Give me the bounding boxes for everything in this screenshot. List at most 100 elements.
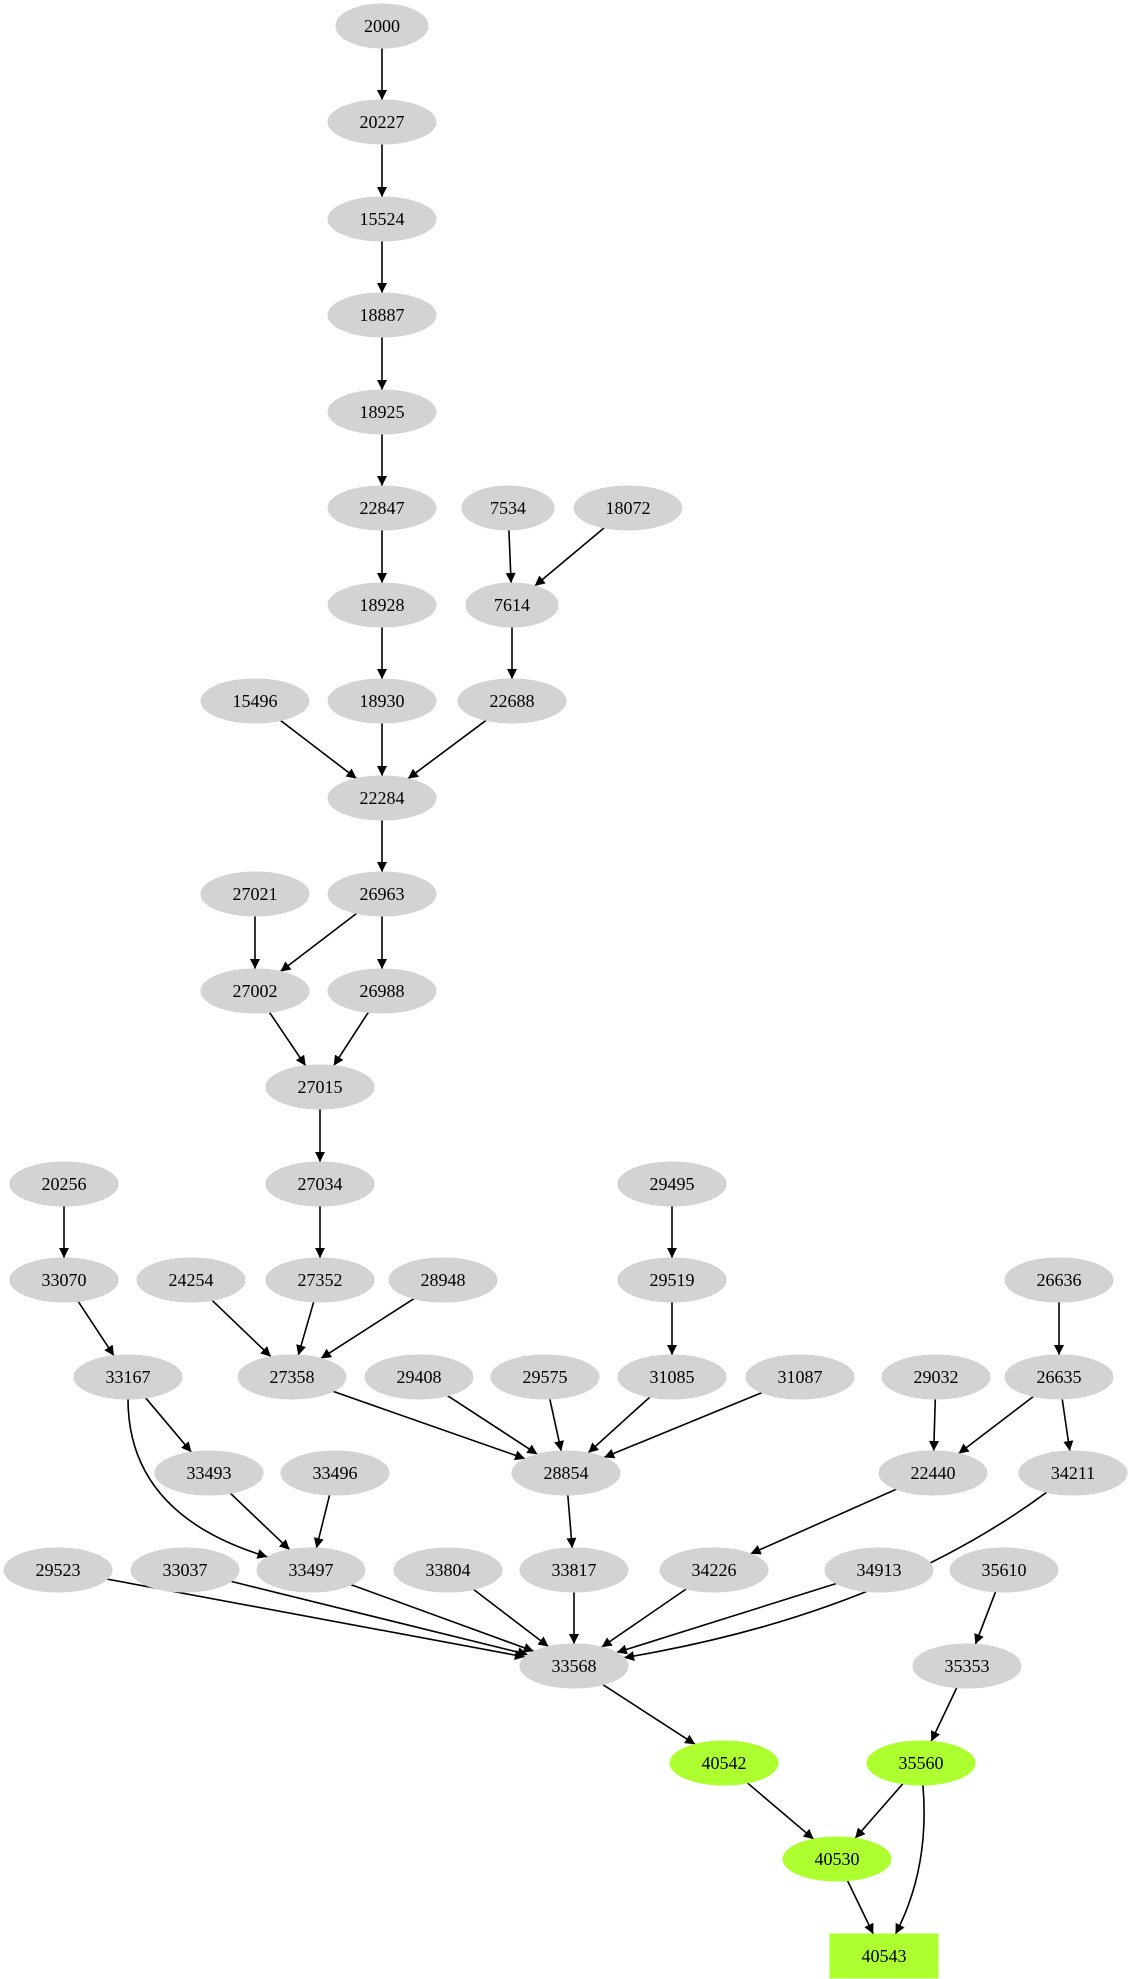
graph-node-15496: 15496	[200, 678, 310, 724]
edge-34913-to-33568	[616, 1582, 837, 1655]
node-ellipse-18887	[327, 292, 437, 338]
node-ellipse-35353	[912, 1643, 1022, 1689]
node-ellipse-31085	[617, 1354, 727, 1400]
node-ellipse-29519	[617, 1257, 727, 1303]
edge-40530-to-40543	[846, 1880, 875, 1935]
node-ellipse-28854	[511, 1450, 621, 1496]
node-ellipse-33568	[519, 1643, 629, 1689]
node-label-20227: 20227	[360, 112, 405, 132]
graph-node-24254: 24254	[136, 1257, 246, 1303]
node-ellipse-33804	[393, 1547, 503, 1593]
graph-node-22284: 22284	[327, 775, 437, 821]
node-label-7534: 7534	[490, 498, 526, 518]
node-label-22440: 22440	[911, 1463, 956, 1483]
edge-29575-to-28854	[549, 1398, 564, 1452]
node-label-35560: 35560	[899, 1753, 944, 1773]
edge-26635-to-34211	[1061, 1398, 1074, 1452]
graph-node-33568: 33568	[519, 1643, 629, 1689]
graph-node-29495: 29495	[617, 1161, 727, 1207]
node-label-22284: 22284	[360, 788, 405, 808]
node-label-29523: 29523	[36, 1560, 81, 1580]
graph-node-18925: 18925	[327, 389, 437, 435]
node-label-27358: 27358	[270, 1367, 315, 1387]
graph-node-40530: 40530	[782, 1836, 892, 1882]
graph-node-29575: 29575	[490, 1354, 600, 1400]
edge-27358-to-28854	[332, 1390, 526, 1461]
graph-node-29032: 29032	[881, 1354, 991, 1400]
node-ellipse-26988	[327, 968, 437, 1014]
node-ellipse-15524	[327, 196, 437, 242]
node-label-27002: 27002	[233, 981, 278, 1001]
graph-node-29408: 29408	[364, 1354, 474, 1400]
node-ellipse-24254	[136, 1257, 246, 1303]
edge-27002-to-27015	[268, 1011, 307, 1067]
node-ellipse-20256	[9, 1161, 119, 1207]
edge-35610-to-35353	[974, 1591, 997, 1645]
edge-35560-to-40530	[854, 1783, 904, 1839]
node-ellipse-27021	[200, 871, 310, 917]
node-ellipse-18928	[327, 582, 437, 628]
node-label-34913: 34913	[857, 1560, 902, 1580]
node-ellipse-33070	[9, 1257, 119, 1303]
node-ellipse-26636	[1004, 1257, 1114, 1303]
node-ellipse-33493	[154, 1450, 264, 1496]
graph-node-22847: 22847	[327, 485, 437, 531]
node-label-20256: 20256	[42, 1174, 87, 1194]
node-label-33070: 33070	[42, 1270, 87, 1290]
edge-33167-to-33497	[127, 1398, 268, 1559]
edge-33070-to-33167	[77, 1300, 115, 1357]
node-label-29408: 29408	[397, 1367, 442, 1387]
node-label-26636: 26636	[1037, 1270, 1082, 1290]
node-label-29519: 29519	[650, 1270, 695, 1290]
node-label-26963: 26963	[360, 884, 405, 904]
node-label-15524: 15524	[360, 209, 405, 229]
node-ellipse-26963	[327, 871, 437, 917]
graph-node-28854: 28854	[511, 1450, 621, 1496]
node-label-22847: 22847	[360, 498, 405, 518]
graph-node-33497: 33497	[256, 1547, 366, 1593]
graph-node-7614: 7614	[465, 582, 559, 628]
graph-node-26636: 26636	[1004, 1257, 1114, 1303]
node-label-40530: 40530	[815, 1849, 860, 1869]
edge-26963-to-27002	[279, 912, 358, 973]
graph-node-22688: 22688	[457, 678, 567, 724]
edge-35353-to-35560	[930, 1687, 958, 1742]
node-label-40542: 40542	[702, 1753, 747, 1773]
edge-33167-to-33493	[144, 1397, 193, 1453]
edge-26988-to-27015	[333, 1011, 369, 1067]
graph-node-35560: 35560	[866, 1740, 976, 1786]
node-ellipse-18925	[327, 389, 437, 435]
node-ellipse-29495	[617, 1161, 727, 1207]
graph-node-18887: 18887	[327, 292, 437, 338]
node-label-35353: 35353	[945, 1656, 990, 1676]
node-label-34211: 34211	[1051, 1463, 1095, 1483]
node-ellipse-29032	[881, 1354, 991, 1400]
node-label-33568: 33568	[552, 1656, 597, 1676]
node-ellipse-7534	[461, 485, 555, 531]
node-ellipse-33167	[73, 1354, 183, 1400]
node-ellipse-22440	[878, 1450, 988, 1496]
graph-node-15524: 15524	[327, 196, 437, 242]
node-label-18887: 18887	[360, 305, 405, 325]
edge-33497-to-33568	[350, 1583, 535, 1653]
graph-node-34913: 34913	[824, 1547, 934, 1593]
edge-33496-to-33497	[313, 1494, 331, 1549]
node-ellipse-34211	[1018, 1450, 1128, 1496]
node-ellipse-18072	[573, 485, 683, 531]
edge-40542-to-40530	[746, 1782, 815, 1840]
node-box-40543	[829, 1933, 939, 1979]
node-ellipse-27352	[265, 1257, 375, 1303]
edge-34226-to-33568	[601, 1588, 687, 1648]
node-ellipse-35560	[866, 1740, 976, 1786]
node-label-27015: 27015	[298, 1077, 343, 1097]
graph-node-20256: 20256	[9, 1161, 119, 1207]
node-ellipse-33817	[519, 1547, 629, 1593]
node-ellipse-40530	[782, 1836, 892, 1882]
node-label-26635: 26635	[1037, 1367, 1082, 1387]
graph-node-22440: 22440	[878, 1450, 988, 1496]
graph-node-27034: 27034	[265, 1161, 375, 1207]
graph-node-27015: 27015	[265, 1064, 375, 1110]
